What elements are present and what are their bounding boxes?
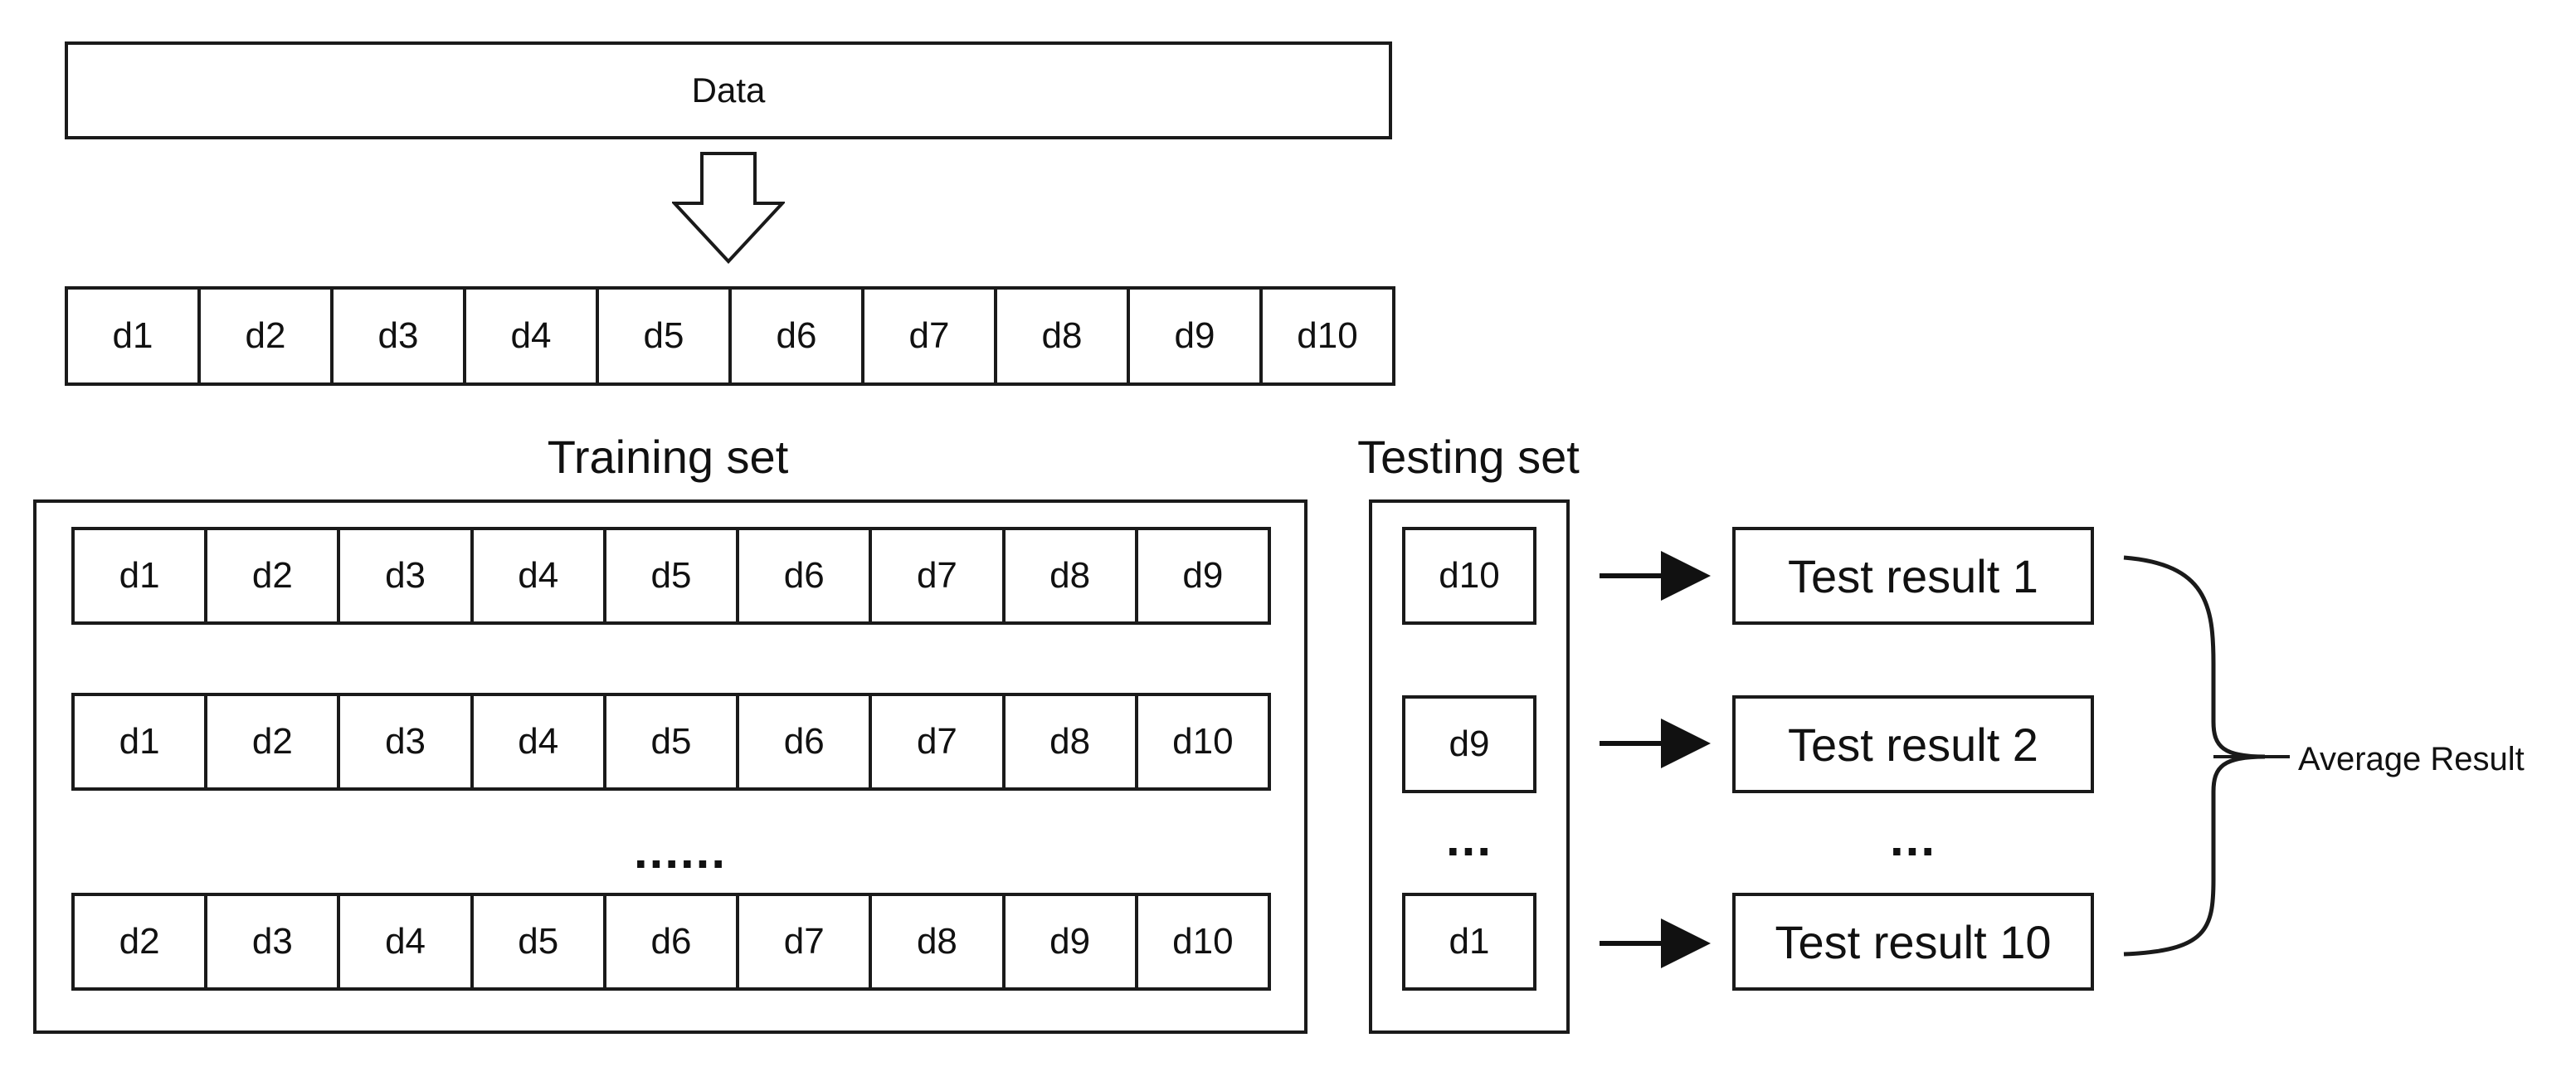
result-box: Test result 10 xyxy=(1732,893,2094,991)
training-fold-cell: d8 xyxy=(1006,530,1138,621)
training-fold-cell: d8 xyxy=(872,896,1006,987)
testing-item: d1 xyxy=(1402,893,1536,991)
testing-set-title: Testing set xyxy=(1357,430,1580,483)
training-fold-cell: d4 xyxy=(474,530,606,621)
training-fold-cell: d9 xyxy=(1138,530,1271,621)
fold-cell: d10 xyxy=(1263,290,1395,382)
fold-cell: d5 xyxy=(599,290,732,382)
fold-cell: d1 xyxy=(68,290,201,382)
testing-item-label: d1 xyxy=(1449,921,1490,962)
fold-cell: d8 xyxy=(997,290,1130,382)
training-fold-cell: d10 xyxy=(1138,696,1271,787)
training-fold-cell: d5 xyxy=(606,696,740,787)
fold-cell: d9 xyxy=(1130,290,1263,382)
training-fold-cell: d6 xyxy=(739,530,873,621)
training-fold-cell: d7 xyxy=(872,696,1006,787)
data-box: Data xyxy=(65,41,1392,139)
training-fold-cell: d1 xyxy=(75,530,208,621)
testing-item-label: d9 xyxy=(1449,724,1490,764)
testing-item: d9 xyxy=(1402,695,1536,793)
testing-item: d10 xyxy=(1402,527,1536,625)
data-box-label: Data xyxy=(691,71,766,110)
training-fold-cell: d6 xyxy=(739,696,873,787)
fold-cell: d4 xyxy=(466,290,599,382)
training-fold-cell: d2 xyxy=(75,896,208,987)
training-fold-cell: d5 xyxy=(606,530,740,621)
training-fold-cell: d8 xyxy=(1006,696,1138,787)
training-fold-cell: d1 xyxy=(75,696,208,787)
training-fold-cell: d7 xyxy=(739,896,873,987)
testing-ellipsis: ... xyxy=(1445,810,1493,866)
result-label: Test result 10 xyxy=(1775,915,2052,968)
training-fold-cell: d9 xyxy=(1006,896,1138,987)
training-fold-cell: d4 xyxy=(474,696,606,787)
training-set-title: Training set xyxy=(547,430,789,483)
fold-cell: d6 xyxy=(732,290,864,382)
fold-cell: d3 xyxy=(334,290,466,382)
training-fold-cell: d5 xyxy=(474,896,606,987)
result-box: Test result 1 xyxy=(1732,527,2094,625)
split-arrow-icon xyxy=(672,152,785,264)
results-ellipsis: ... xyxy=(1889,810,1936,866)
average-result-label: Average Result xyxy=(2298,740,2525,777)
training-fold-cell: d3 xyxy=(207,896,341,987)
training-fold-cell: d4 xyxy=(340,896,474,987)
training-fold-cell: d6 xyxy=(606,896,740,987)
testing-item-label: d10 xyxy=(1439,555,1500,596)
training-fold-cell: d2 xyxy=(207,530,341,621)
result-box: Test result 2 xyxy=(1732,695,2094,793)
fold-cell: d2 xyxy=(201,290,334,382)
fold-cell: d7 xyxy=(864,290,997,382)
training-fold-cell: d3 xyxy=(340,696,474,787)
training-fold-cell: d2 xyxy=(207,696,341,787)
training-fold-cell: d10 xyxy=(1138,896,1271,987)
result-label: Test result 2 xyxy=(1788,718,2038,771)
result-label: Test result 1 xyxy=(1788,549,2038,602)
training-fold-cell: d7 xyxy=(872,530,1006,621)
training-fold-cell: d3 xyxy=(340,530,474,621)
training-ellipsis: ...... xyxy=(633,822,728,879)
